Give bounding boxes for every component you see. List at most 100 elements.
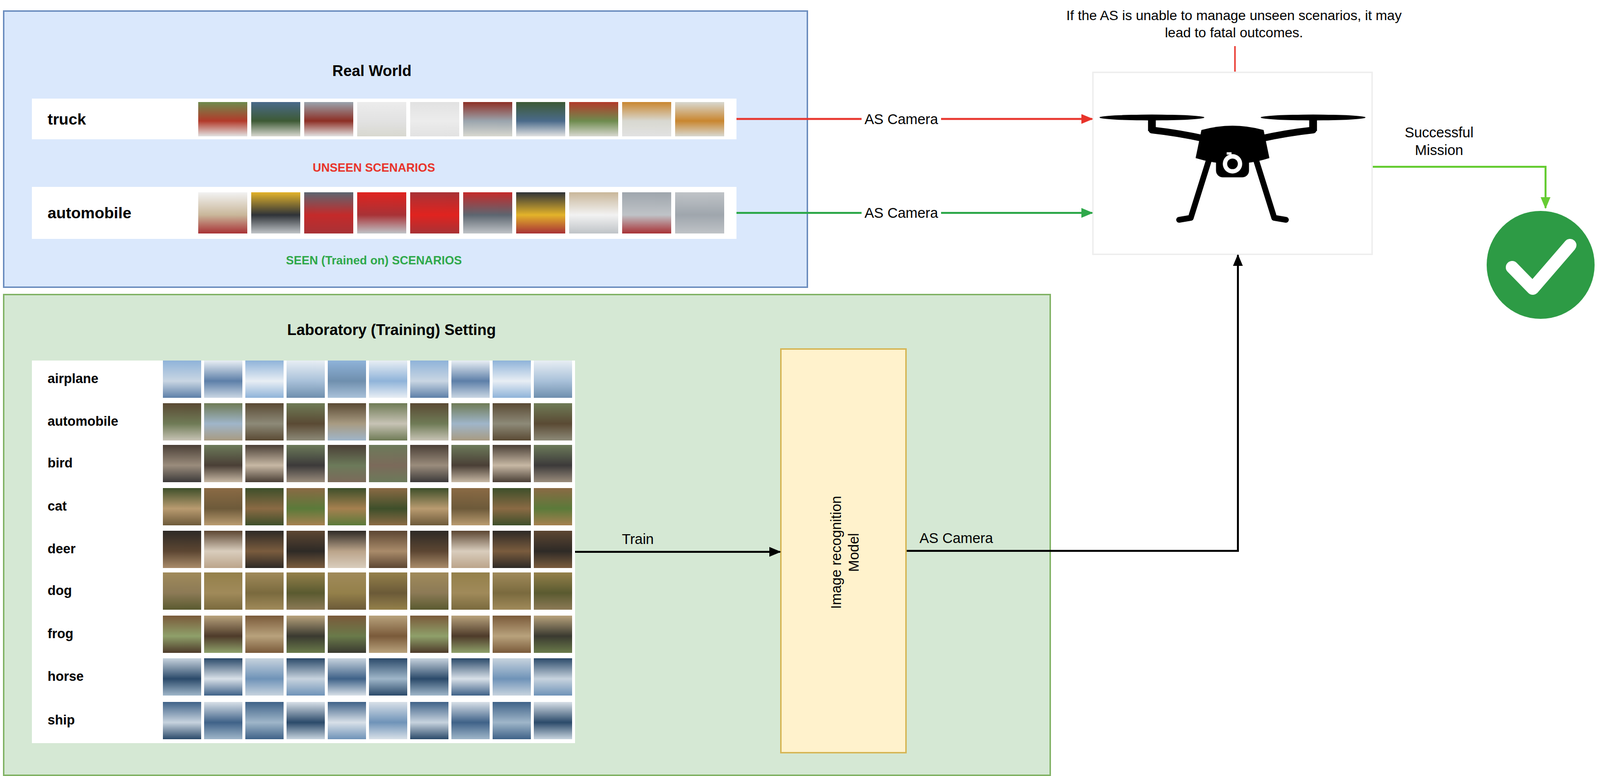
thumbnail-image	[368, 445, 408, 483]
thumbnail-image	[162, 488, 202, 526]
success-arrow	[1372, 166, 1546, 209]
thumbnail-image	[327, 488, 367, 526]
thumbnail-image	[410, 360, 449, 398]
thumbnail-image	[245, 615, 284, 654]
thumbnail-image	[162, 572, 202, 610]
thumbnail-image	[451, 360, 490, 398]
class-label: frog	[47, 626, 74, 643]
thumbnail-image	[204, 702, 243, 740]
thumbnail-image	[204, 615, 243, 654]
thumbnail-image	[569, 102, 619, 137]
thumbnail-image	[286, 530, 325, 569]
thumbnail-image	[286, 445, 325, 483]
thumbnail-image	[357, 192, 407, 234]
thumbnail-image	[368, 658, 408, 696]
thumbnail-image	[286, 572, 325, 610]
class-label: airplane	[47, 370, 99, 388]
thumbnail-image	[162, 702, 202, 740]
class-label: dog	[47, 582, 72, 600]
class-label: cat	[47, 498, 67, 516]
scenario-caption: SEEN (Trained on) SCENARIOS	[153, 253, 595, 268]
thumbnail-image	[533, 360, 573, 398]
warning-leader	[1234, 46, 1236, 72]
dataset-grid: airplaneautomobilebirdcatdeerdogfroghors…	[31, 360, 576, 744]
thumbnail-image	[516, 192, 566, 234]
thumbnail-image	[492, 530, 531, 569]
thumbnail-image	[204, 572, 243, 610]
thumbnail-image	[410, 102, 460, 137]
thumbnail-image	[327, 360, 367, 398]
thumbnail-image	[410, 445, 449, 483]
edge-label: AS Camera	[916, 529, 997, 548]
thumbnail-image	[286, 702, 325, 740]
thumbnail-image	[492, 702, 531, 740]
thumbnail-image	[451, 702, 490, 740]
thumbnail-image	[533, 572, 573, 610]
thumbnail-image	[410, 658, 449, 696]
thumbnail-image	[492, 658, 531, 696]
thumbnail-image	[410, 615, 449, 654]
thumbnail-image	[410, 192, 460, 234]
thumbnail-image	[451, 658, 490, 696]
panel-title: Laboratory (Training) Setting	[170, 320, 613, 341]
thumbnail-image	[251, 102, 301, 137]
thumbnail-image	[410, 702, 449, 740]
thumbnail-image	[451, 572, 490, 610]
thumbnail-image	[410, 488, 449, 526]
thumbnail-image	[204, 403, 243, 441]
class-label: deer	[47, 541, 76, 558]
thumbnail-image	[286, 360, 325, 398]
thumbnail-image	[198, 102, 248, 137]
thumbnail-image	[368, 615, 408, 654]
success-check-circle	[1486, 210, 1595, 319]
thumbnail-image	[286, 658, 325, 696]
class-label: horse	[47, 668, 84, 686]
thumbnail-image	[327, 403, 367, 441]
thumbnail-image	[492, 488, 531, 526]
thumbnail-image	[357, 102, 407, 137]
thumbnail-image	[569, 192, 619, 234]
thumbnail-image	[304, 192, 354, 234]
thumbnail-image	[533, 403, 573, 441]
thumbnail-image	[204, 658, 243, 696]
thumbnail-image	[286, 403, 325, 441]
thumbnail-image	[204, 530, 243, 569]
connector-arrow	[575, 550, 781, 553]
warning-note: If the AS is unable to manage unseen sce…	[1057, 6, 1411, 42]
thumbnail-image	[368, 530, 408, 569]
thumbnail-image	[622, 192, 672, 234]
thumbnail-image	[327, 658, 367, 696]
thumbnail-image	[533, 530, 573, 569]
thumbnail-image	[162, 530, 202, 569]
class-label: automobile	[47, 203, 132, 223]
drone-box: If the AS is unable to manage unseen sce…	[1092, 71, 1373, 256]
thumbnail-image	[533, 658, 573, 696]
thumbnail-image	[368, 572, 408, 610]
model-box: Image recognition Model	[780, 348, 907, 754]
region-panel: Laboratory (Training) Settingairplaneaut…	[2, 293, 1051, 776]
thumbnail-image	[368, 360, 408, 398]
thumbnail-image	[327, 615, 367, 654]
edge-label: Train	[619, 530, 657, 549]
thumbnail-image	[451, 445, 490, 483]
thumbnail-image	[204, 360, 243, 398]
check-mark	[1512, 245, 1571, 289]
thumbnail-image	[245, 488, 284, 526]
thumbnail-image	[368, 403, 408, 441]
thumbnail-image	[286, 488, 325, 526]
thumbnail-image	[245, 445, 284, 483]
drone-icon	[1093, 73, 1372, 254]
status-label: Successful Mission	[1385, 123, 1494, 160]
thumbnail-image	[245, 658, 284, 696]
thumbnail-image	[162, 445, 202, 483]
thumbnail-image	[327, 572, 367, 610]
thumbnail-image	[162, 658, 202, 696]
edge-label: AS Camera	[861, 204, 942, 222]
thumbnail-image	[251, 192, 301, 234]
class-label: bird	[47, 455, 73, 473]
thumbnail-image	[245, 360, 284, 398]
thumbnail-image	[516, 102, 566, 137]
thumbnail-image	[622, 102, 672, 137]
thumbnail-image	[304, 102, 354, 137]
